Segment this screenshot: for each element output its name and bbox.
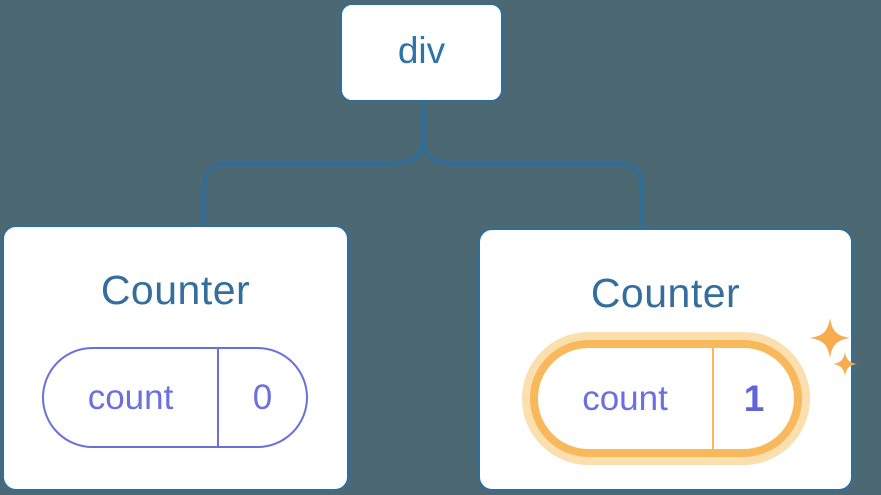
sparkles-icon	[810, 318, 857, 376]
sparkle-large	[810, 318, 850, 358]
counter-card-right: Counter count 1	[478, 228, 853, 491]
counter-title: Counter	[100, 267, 251, 313]
state-pill-highlighted: count 1	[530, 340, 802, 457]
counter-title: Counter	[590, 270, 741, 316]
connector-right-branch	[421, 101, 644, 230]
sparkle-small	[833, 352, 857, 376]
root-node-div: div	[340, 3, 503, 102]
state-value: 1	[743, 377, 765, 419]
root-node-label: div	[397, 30, 446, 71]
state-pill: count 0	[42, 347, 308, 448]
state-key: count	[538, 348, 714, 449]
connector-left-branch	[202, 101, 425, 227]
state-key: count	[44, 349, 219, 446]
state-value: 0	[252, 377, 273, 417]
counter-card-left: Counter count 0	[2, 225, 349, 491]
